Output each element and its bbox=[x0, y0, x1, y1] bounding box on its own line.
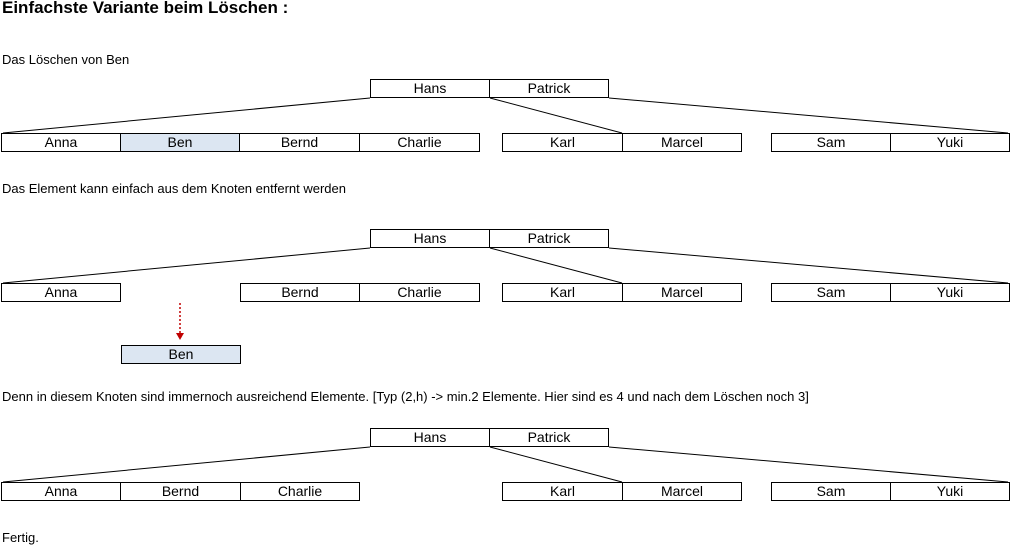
removal-arrow-head bbox=[176, 333, 184, 340]
leaf-key-yuki: Yuki bbox=[891, 283, 1010, 302]
pointer-line-middle bbox=[489, 247, 623, 284]
pointer-line-left bbox=[2, 247, 371, 284]
root-key-hans: Hans bbox=[370, 229, 490, 248]
leaf-key-sam: Sam bbox=[771, 133, 891, 152]
root-key-patrick: Patrick bbox=[490, 79, 609, 98]
root-key-hans: Hans bbox=[370, 79, 490, 98]
pointer-line-right bbox=[608, 247, 1009, 284]
pointer-line-left bbox=[2, 446, 371, 483]
leaf-key-karl: Karl bbox=[502, 283, 623, 302]
pointer-line-middle bbox=[489, 446, 623, 483]
removed-key-ben: Ben bbox=[121, 345, 241, 364]
leaf-key-charlie: Charlie bbox=[360, 133, 480, 152]
leaf-key-sam: Sam bbox=[771, 482, 891, 501]
leaf-key-yuki: Yuki bbox=[891, 482, 1010, 501]
pointer-line-left bbox=[2, 97, 371, 134]
leaf-key-charlie: Charlie bbox=[241, 482, 360, 501]
caption-step-4: Fertig. bbox=[2, 530, 39, 545]
leaf-key-charlie: Charlie bbox=[360, 283, 480, 302]
page-title: Einfachste Variante beim Löschen : bbox=[2, 0, 289, 17]
leaf-key-bernd: Bernd bbox=[121, 482, 241, 501]
caption-step-1: Das Löschen von Ben bbox=[2, 52, 130, 67]
caption-step-3: Denn in diesem Knoten sind immernoch aus… bbox=[2, 389, 809, 404]
leaf-key-ben: Ben bbox=[121, 133, 240, 152]
leaf-key-marcel: Marcel bbox=[623, 283, 742, 302]
leaf-key-anna: Anna bbox=[1, 133, 121, 152]
leaf-key-anna: Anna bbox=[1, 482, 121, 501]
root-key-patrick: Patrick bbox=[490, 229, 609, 248]
leaf-key-karl: Karl bbox=[502, 133, 623, 152]
pointer-line-middle bbox=[489, 97, 623, 134]
root-key-hans: Hans bbox=[370, 428, 490, 447]
caption-step-2: Das Element kann einfach aus dem Knoten … bbox=[2, 181, 346, 196]
pointer-line-right bbox=[608, 446, 1009, 483]
leaf-key-yuki: Yuki bbox=[891, 133, 1010, 152]
root-key-patrick: Patrick bbox=[490, 428, 609, 447]
leaf-key-bernd: Bernd bbox=[240, 133, 360, 152]
leaf-key-marcel: Marcel bbox=[623, 482, 742, 501]
pointer-line-right bbox=[608, 97, 1009, 134]
leaf-key-anna: Anna bbox=[1, 283, 121, 302]
leaf-key-bernd: Bernd bbox=[240, 283, 360, 302]
leaf-key-sam: Sam bbox=[771, 283, 891, 302]
leaf-key-karl: Karl bbox=[502, 482, 623, 501]
leaf-key-marcel: Marcel bbox=[623, 133, 742, 152]
